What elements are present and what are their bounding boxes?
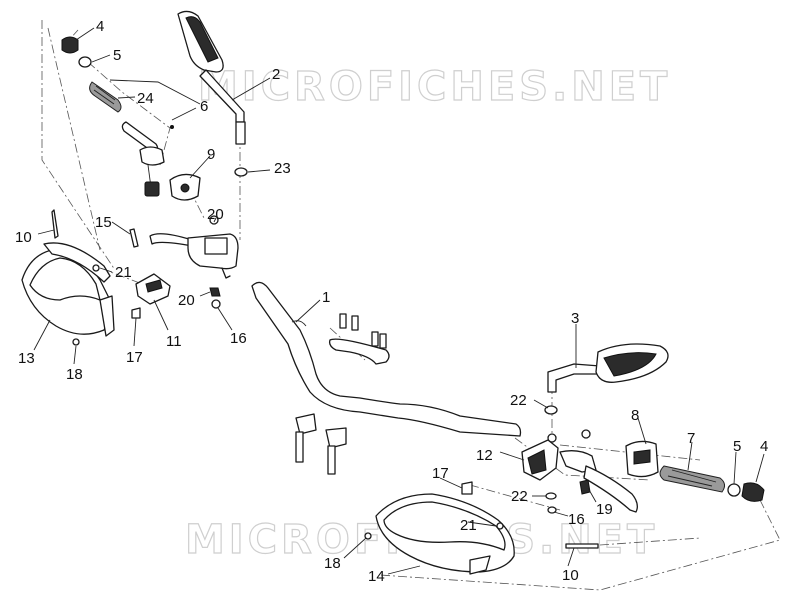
bar-end-weight-top — [61, 36, 79, 54]
handlebar-riser-lower — [295, 413, 347, 475]
watermark-top: MICROFICHES.NET — [198, 64, 671, 110]
bracket-11 — [135, 273, 171, 305]
bolt-10-right — [565, 543, 599, 549]
callout-12: 12 — [476, 447, 493, 464]
throttle-drum — [139, 146, 165, 197]
handguard-right — [375, 493, 515, 575]
washer-22-bottom — [545, 492, 557, 500]
callout-18-right: 18 — [324, 555, 341, 572]
master-cylinder-left — [149, 215, 239, 279]
callout-24: 24 — [137, 90, 154, 107]
callout-18-left: 18 — [66, 366, 83, 383]
callout-10-left: 10 — [15, 229, 32, 246]
handguard-left — [21, 242, 115, 337]
callout-20-top: 20 — [207, 206, 224, 223]
clutch-perch-12 — [521, 433, 559, 481]
callout-1: 1 — [322, 289, 330, 306]
callout-4-top: 4 — [96, 18, 104, 35]
screw-21-left — [92, 264, 100, 272]
grip-right — [659, 465, 726, 493]
callout-21-right: 21 — [460, 517, 477, 534]
callout-20-mid: 20 — [178, 292, 195, 309]
spacer-top — [78, 56, 92, 68]
callout-4-right: 4 — [760, 438, 768, 455]
bolt-10-left — [51, 209, 59, 239]
washer-23 — [234, 167, 248, 177]
callout-16-left: 16 — [230, 330, 247, 347]
switch-housing-left — [169, 173, 201, 201]
bolt-15 — [129, 228, 139, 248]
callout-23: 23 — [274, 160, 291, 177]
screw-18-left — [72, 338, 80, 346]
callout-9: 9 — [207, 146, 215, 163]
clip-17-left — [131, 307, 141, 319]
clip-17-right — [461, 481, 473, 495]
mirror-right — [547, 343, 669, 393]
spacer-right — [727, 483, 741, 497]
clutch-lever-19 — [559, 429, 638, 513]
screw-21-right — [496, 522, 504, 530]
callout-11: 11 — [166, 333, 182, 350]
grip-left — [89, 81, 122, 113]
callout-15: 15 — [95, 214, 112, 231]
callout-10-right: 10 — [562, 567, 579, 584]
mirror-left — [177, 10, 246, 145]
callout-leaders — [33, 27, 765, 575]
callout-21-left: 21 — [115, 264, 132, 281]
callout-16-right: 16 — [568, 511, 585, 528]
callout-19: 19 — [596, 501, 613, 518]
callout-8: 8 — [631, 407, 639, 424]
screw-18-right — [364, 532, 372, 540]
nut-16-left — [211, 299, 221, 309]
callout-17-right: 17 — [432, 465, 449, 482]
callout-17-left: 17 — [126, 349, 143, 366]
callout-6: 6 — [200, 98, 208, 115]
callout-7: 7 — [687, 430, 695, 447]
bar-end-weight-right — [741, 482, 765, 502]
handlebar — [251, 281, 522, 437]
callout-14: 14 — [368, 568, 385, 585]
callout-2: 2 — [272, 66, 280, 83]
callout-3: 3 — [571, 310, 579, 327]
callout-22-top: 22 — [510, 392, 527, 409]
switch-housing-right — [625, 440, 659, 478]
callout-13: 13 — [18, 350, 35, 367]
handlebar-clamp-upper — [328, 313, 390, 365]
callout-5-top: 5 — [113, 47, 121, 64]
nut-16-right — [547, 506, 557, 514]
nut-20 — [209, 287, 221, 297]
callout-labels: 4 5 24 6 2 9 23 20 10 15 21 20 1 16 11 1… — [15, 18, 768, 585]
callout-5-right: 5 — [733, 438, 741, 455]
callout-22-bottom: 22 — [511, 488, 528, 505]
